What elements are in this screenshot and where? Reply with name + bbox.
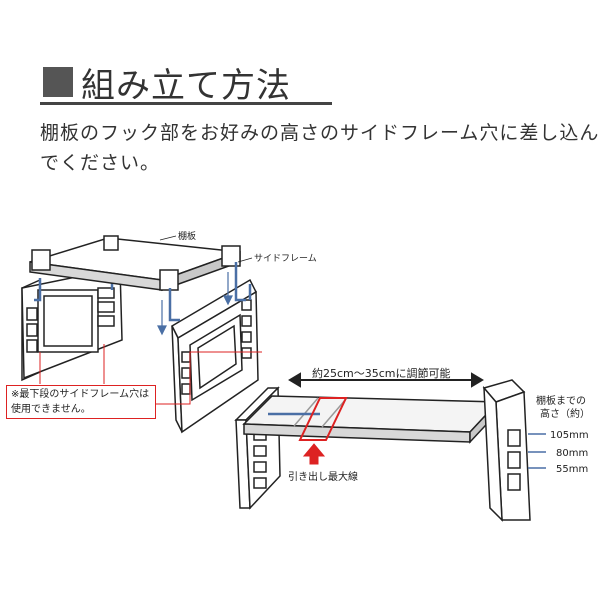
height-title-line2: 高さ（約） xyxy=(540,407,590,420)
rack-frame-right xyxy=(482,379,531,522)
height-title-line1: 棚板までの xyxy=(536,394,586,407)
right-hooks xyxy=(168,262,252,322)
shelf-label: 棚板 xyxy=(178,230,196,242)
heading-square-icon xyxy=(43,67,73,97)
shelf-board xyxy=(29,235,241,292)
rack-shelf xyxy=(242,395,500,444)
adjust-arrow xyxy=(288,372,484,388)
height-80: 80mm xyxy=(556,448,588,459)
note-line1: ※最下段のサイドフレーム穴は xyxy=(11,389,150,400)
pull-max-box xyxy=(298,397,348,441)
height-markers xyxy=(528,433,546,469)
section-heading: 組み立て方法 xyxy=(43,58,291,106)
left-side-frame xyxy=(21,267,123,382)
heading-underline xyxy=(40,102,332,105)
warning-note: ※最下段のサイドフレーム穴は 使用できません。 xyxy=(6,385,156,419)
heading-text: 組み立て方法 xyxy=(81,65,291,106)
pull-max-label: 引き出し最大線 xyxy=(288,470,358,483)
note-line2: 使用できません。 xyxy=(11,404,91,415)
instruction-text: 棚板のフック部をお好みの高さのサイドフレーム穴に差し込んでください。 xyxy=(40,122,600,174)
right-side-frame xyxy=(171,278,259,434)
height-105: 105mm xyxy=(550,430,589,441)
pull-arrow xyxy=(302,443,326,465)
side-frame-label: サイドフレーム xyxy=(254,253,317,264)
hook-arrows xyxy=(157,272,233,336)
height-55: 55mm xyxy=(556,464,588,475)
adjust-range-label: 約25cm～35cmに調節可能 xyxy=(312,366,451,380)
